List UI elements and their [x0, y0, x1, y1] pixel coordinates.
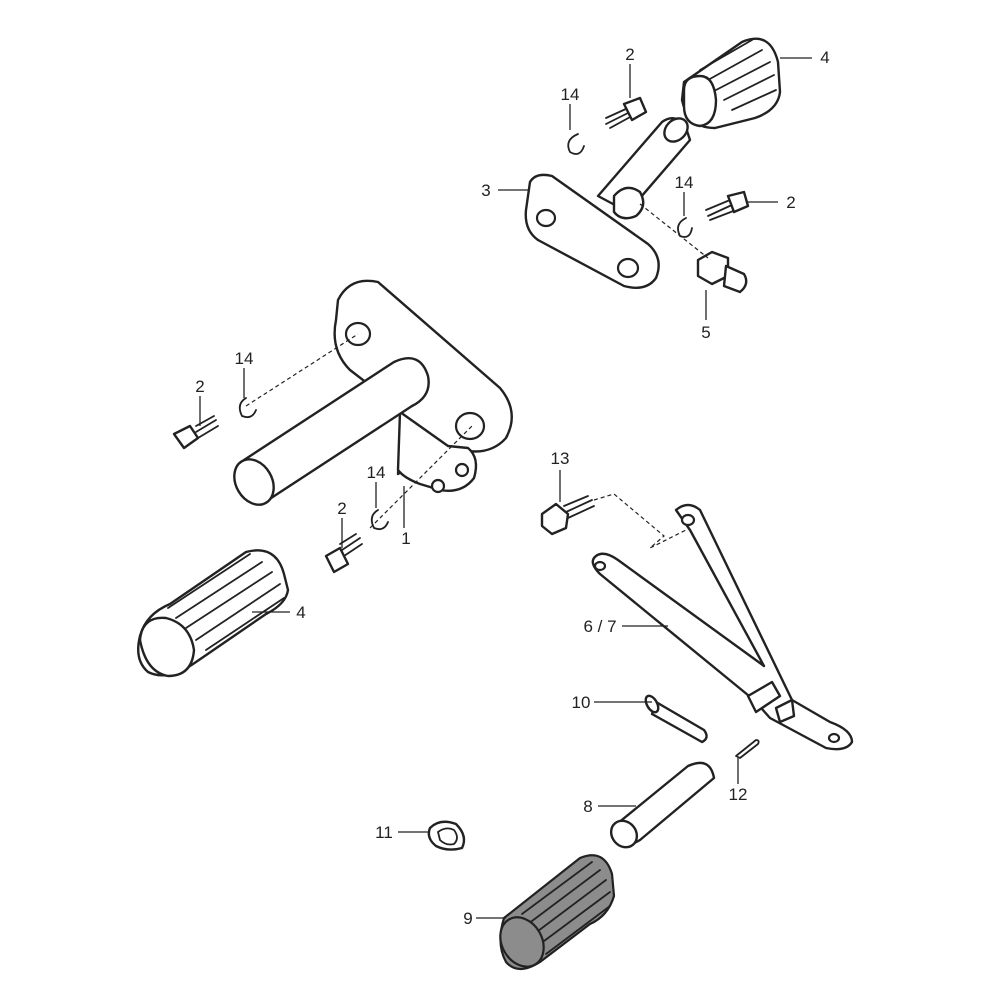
footrest-rubber-lower [137, 549, 290, 678]
callout-sleeve: 8 [583, 797, 592, 816]
callout-bracket-main: 1 [401, 529, 410, 548]
callout-clevis-pin: 10 [572, 693, 591, 712]
callout-shift-lever: 6 / 7 [583, 617, 616, 636]
callout-clip-left-lower: 14 [367, 463, 386, 482]
footrest-bracket-upper [524, 116, 692, 289]
callout-pivot-bolt: 13 [551, 449, 570, 468]
callout-split-pin: 12 [729, 785, 748, 804]
shift-rubber-grip [499, 854, 616, 971]
clip-upper-left [567, 133, 585, 155]
clevis-pin [644, 694, 708, 744]
callout-bolt-upper-left: 2 [625, 45, 634, 64]
callout-bolt-upper-right: 2 [786, 193, 795, 212]
callout-rubber-upper: 4 [820, 48, 829, 67]
callout-clip-upper-right: 14 [675, 173, 694, 192]
callout-clip-upper-left: 14 [561, 85, 580, 104]
callout-bolt-left-lower: 2 [337, 499, 346, 518]
callout-rubber-lower: 4 [296, 603, 305, 622]
bolt-upper-left [605, 96, 648, 129]
bolt-left-lower [324, 533, 363, 574]
rubber-sleeve [609, 761, 716, 849]
callout-clip-left-upper: 14 [235, 349, 254, 368]
footrest-rubber-upper [680, 37, 782, 130]
callout-bracket-upper: 3 [481, 181, 490, 200]
bolt-left-upper [172, 415, 219, 450]
callout-bolt-left-upper: 2 [195, 377, 204, 396]
pivot-bolt [540, 495, 595, 536]
callout-hex-pin: 5 [701, 323, 710, 342]
footrest-bracket-main [233, 279, 513, 506]
callout-washer: 11 [375, 823, 393, 842]
callout-rubber-grip: 9 [463, 909, 472, 928]
bolt-upper-right [705, 190, 750, 221]
washer [427, 820, 466, 851]
hex-pin [696, 250, 748, 294]
clip-left-upper [238, 397, 257, 419]
callout-labels: 2 4 14 3 14 2 5 14 2 1 14 2 4 13 6 / 7 1… [195, 45, 829, 928]
leader-lines [199, 57, 812, 919]
shift-lever [591, 503, 854, 751]
split-pin [735, 739, 760, 759]
clip-left-lower [370, 509, 389, 531]
clip-upper-right [677, 217, 693, 238]
